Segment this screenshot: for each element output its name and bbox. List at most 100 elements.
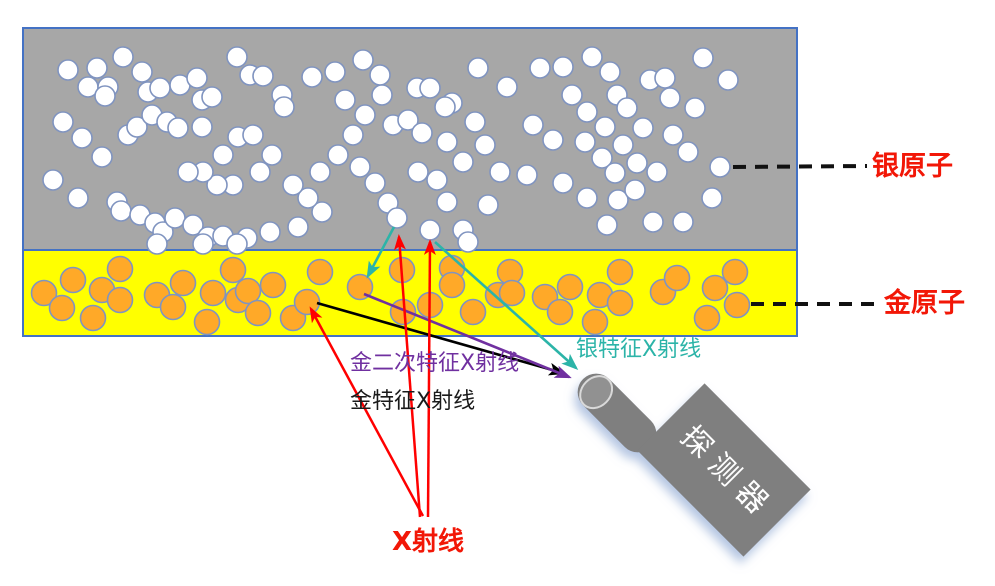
nozzle-cap	[579, 375, 614, 410]
silver-atom	[659, 87, 681, 109]
silver-atom	[552, 56, 574, 78]
silver-atom	[599, 61, 621, 83]
gold-atom	[48, 294, 76, 322]
silver-atom	[311, 201, 333, 223]
silver-atom	[474, 134, 496, 156]
silver-atom	[419, 77, 441, 99]
silver-atom	[692, 47, 714, 69]
silver-atom	[436, 191, 458, 213]
gold-atom	[346, 273, 374, 301]
silver-atom	[57, 59, 79, 81]
silver-atom	[672, 211, 694, 233]
detector-body-rect	[637, 383, 811, 557]
silver-atom	[464, 111, 486, 133]
gold-atom	[306, 258, 334, 286]
silver-atom	[167, 117, 189, 139]
silver-atom	[386, 207, 408, 229]
silver-atom	[201, 86, 223, 108]
silver-atom	[131, 61, 153, 83]
silver-atom	[252, 65, 274, 87]
xray-rays	[309, 226, 579, 518]
silver-atom	[477, 194, 499, 216]
silver-atom	[709, 156, 731, 178]
silver-atom-label: 银原子	[872, 151, 953, 182]
silver-atom	[411, 122, 433, 144]
gold-atom	[556, 273, 584, 301]
silver-atom	[309, 161, 331, 183]
silver-atom	[273, 96, 295, 118]
silver-atom	[397, 109, 419, 131]
silver-atom	[419, 219, 441, 241]
gold-atom-label: 金原子	[884, 288, 965, 319]
silver-atom	[67, 187, 89, 209]
silver-atom	[249, 161, 271, 183]
gold-atoms-group	[30, 254, 751, 336]
silver-atom	[212, 144, 234, 166]
silver-atom	[364, 172, 386, 194]
gold-atom	[219, 256, 247, 284]
silver-atom	[110, 200, 132, 222]
gold-atom	[546, 298, 574, 326]
gold-atom	[259, 271, 287, 299]
silver-atom	[226, 46, 248, 68]
gold-atom	[721, 258, 749, 286]
silver-atom	[654, 67, 676, 89]
gold-atom	[106, 255, 134, 283]
gold-atom	[693, 304, 721, 332]
silver-atom	[612, 134, 634, 156]
silver-atom	[701, 187, 723, 209]
incident-xray-ray	[393, 234, 422, 518]
silver-atom	[94, 85, 116, 107]
silver-atom	[677, 141, 699, 163]
silver-atom	[542, 129, 564, 151]
detector	[577, 373, 811, 557]
silver-atom	[86, 57, 108, 79]
gold-atom	[234, 277, 262, 305]
gold-atom	[293, 288, 321, 316]
silver-atom	[496, 76, 518, 98]
silver-atom	[624, 179, 646, 201]
silver-atom	[522, 114, 544, 136]
silver-atom	[186, 67, 208, 89]
detector-nozzle-shape	[577, 373, 657, 453]
silver-atom	[594, 116, 616, 138]
detector-nozzle	[577, 373, 657, 453]
silver-atom	[352, 49, 374, 71]
silver-atom	[596, 214, 618, 236]
silver-atom	[226, 233, 248, 255]
gold-atom	[606, 258, 634, 286]
silver-atom	[164, 207, 186, 229]
silver-atom	[71, 127, 93, 149]
incident-xray-ray	[423, 239, 436, 518]
gold-atom	[30, 279, 58, 307]
silver-atom	[91, 146, 113, 168]
silver-atom	[191, 116, 213, 138]
silver-atom	[552, 172, 574, 194]
silver-atom	[349, 156, 371, 178]
gold-atom	[79, 304, 107, 332]
gold-atom	[159, 293, 187, 321]
silver-atom	[287, 216, 309, 238]
silver-atom	[574, 131, 596, 153]
silver-atom	[282, 174, 304, 196]
gold-atom	[106, 286, 134, 314]
callout-lines	[732, 164, 880, 306]
silver-characteristic-xray-ray	[434, 241, 579, 370]
silver-atoms-group	[42, 46, 739, 255]
silver-atom	[126, 116, 148, 138]
silver-atom	[516, 164, 538, 186]
silver-callout-line	[732, 164, 868, 169]
silver-atom	[426, 169, 448, 191]
gold-atom	[723, 291, 751, 319]
silver-atom	[182, 214, 204, 236]
gold-atom	[459, 298, 487, 326]
silver-atom	[192, 233, 214, 255]
gold-characteristic-xray-label: 金特征X射线	[350, 389, 476, 414]
silver-atom	[434, 96, 456, 118]
gold-secondary-characteristic-xray-label: 金二次特征X射线	[350, 351, 520, 376]
silver-atom	[591, 147, 613, 169]
silver-atom	[467, 57, 489, 79]
silver-characteristic-xray-label: 银特征X射线	[576, 337, 702, 362]
